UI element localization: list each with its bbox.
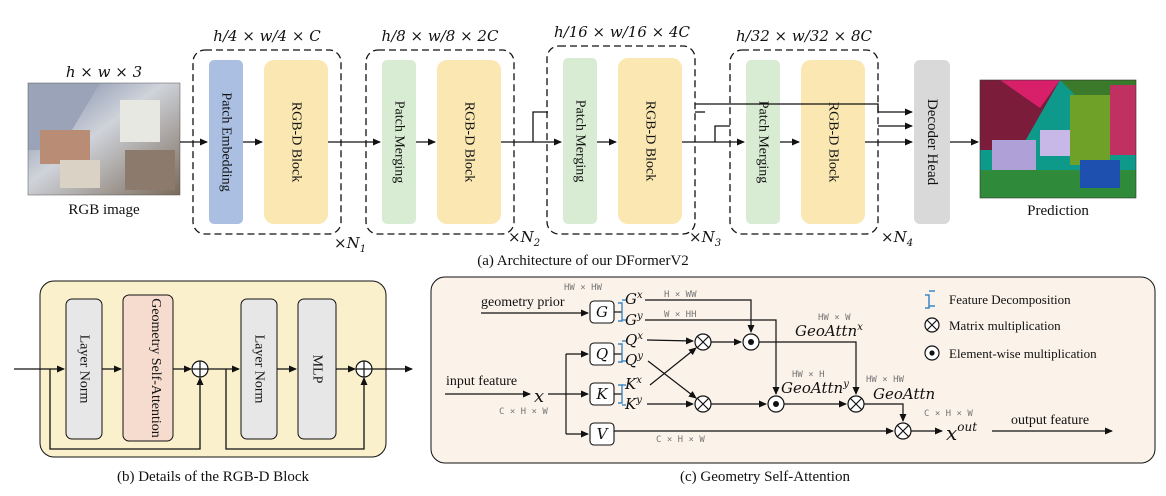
x-out-label: xout: [946, 420, 977, 445]
rgb-image: [27, 82, 181, 196]
stage-3-dim: h/16 × w/16 × 4C: [554, 23, 691, 41]
feature-decomposition-icon: [925, 290, 935, 309]
k-label: K: [595, 385, 608, 403]
v-box: [589, 422, 615, 446]
gy-label: Gy: [625, 311, 643, 329]
matmul-geoattn: [847, 395, 865, 413]
rgbd-block-2: [437, 60, 501, 224]
patch-merging-4-label: Patch Merging: [756, 101, 771, 184]
kx-label: Kx: [624, 375, 642, 393]
qx-label: Qx: [625, 331, 643, 349]
matmul-v: [894, 422, 912, 440]
rgbd-block-1-label: RGB-D Block: [289, 102, 304, 183]
repeat-n4: ×N4: [881, 228, 913, 249]
matrix-multiplication-icon: [924, 317, 940, 333]
stage-1: h/4 × w/4 × C Patch Embedding RGB-D Bloc…: [192, 27, 366, 255]
rgbd-block-4: [801, 60, 865, 224]
x-symbol: x: [534, 386, 544, 407]
rgbd-block-3: [618, 58, 682, 224]
stage-2-dim: h/8 × w/8 × 2C: [382, 27, 499, 45]
shape-hwxw: HW × W: [818, 313, 851, 323]
geoattn-x-label: GeoAttnx: [795, 322, 863, 340]
patch-merging-2-label: Patch Merging: [392, 101, 407, 184]
input-feature-label: input feature: [446, 374, 517, 389]
stage-1-dim: h/4 × w/4 × C: [213, 27, 321, 45]
shape-hwhw-top: HW × HW: [564, 283, 603, 293]
patch-embedding-box: [209, 60, 243, 224]
shape-hwxh: HW × H: [792, 370, 825, 380]
patch-merging-3: [563, 58, 597, 224]
patch-merging-4: [746, 60, 780, 224]
caption-b: (b) Details of the RGB-D Block: [117, 469, 310, 485]
shape-hwhw-mid: HW × HW: [866, 375, 905, 385]
elementwise-x: [742, 333, 760, 351]
qy-label: Qy: [625, 351, 643, 369]
legend-matrix-mult: Matrix multiplication: [949, 318, 1061, 333]
caption-a: (a) Architecture of our DFormerV2: [477, 253, 689, 269]
legend-feature-decomposition: Feature Decomposition: [949, 292, 1071, 307]
elementwise-y: [767, 395, 785, 413]
input-label: RGB image: [68, 202, 140, 218]
rgbd-block-2-label: RGB-D Block: [462, 102, 477, 183]
stage-3: h/16 × w/16 × 4C Patch Merging RGB-D Blo…: [546, 23, 721, 249]
caption-c: (c) Geometry Self-Attention: [680, 469, 850, 485]
rgbd-block-3-label: RGB-D Block: [643, 101, 658, 182]
panel-c: geometry prior HW × HW input feature x C…: [430, 276, 1156, 485]
legend: Feature Decomposition Matrix multiplicat…: [924, 290, 1097, 361]
g-label: G: [596, 303, 608, 321]
input-dim: h × w × 3: [66, 63, 142, 81]
stage-2: h/8 × w/8 × 2C Patch Merging RGB-D Block…: [365, 27, 540, 249]
ky-label: Ky: [624, 395, 642, 413]
geometry-prior-label: geometry prior: [481, 295, 565, 310]
layer-norm-1-label: Layer Norm: [77, 335, 92, 404]
rgbd-block-4-label: RGB-D Block: [826, 102, 841, 183]
gsa-label: Geometry Self-Attention: [148, 298, 163, 438]
prediction-label: Prediction: [1027, 203, 1089, 219]
matmul-qy: [694, 395, 712, 413]
shape-chw-in: C × H × W: [499, 407, 548, 417]
panel-a: h × w × 3 RGB image h/4 × w/4 × C Patch …: [27, 23, 1137, 269]
shape-chw-v: C × H × W: [656, 435, 705, 445]
repeat-n2: ×N2: [508, 228, 540, 249]
rgbd-block-1: [264, 60, 328, 224]
panel-b: Layer Norm Geometry Self-Attention Layer…: [14, 280, 413, 485]
geoattn-y-label: GeoAttny: [781, 379, 849, 397]
repeat-n1: ×N1: [334, 234, 366, 255]
output-feature-label: output feature: [1011, 413, 1089, 428]
prediction-image: [979, 79, 1137, 199]
q-label: Q: [596, 345, 608, 363]
patch-merging-2: [382, 60, 416, 224]
patch-embedding-label: Patch Embedding: [219, 92, 234, 191]
geoattn-label: GeoAttn: [873, 385, 935, 403]
shape-whh: W × HH: [664, 310, 697, 320]
patch-merging-3-label: Patch Merging: [573, 100, 588, 183]
decoder-head-box: [914, 60, 950, 224]
gx-label: Gx: [625, 290, 643, 308]
decoder-head-label: Decoder Head: [924, 99, 940, 186]
gsa-box: [122, 294, 174, 442]
panel-c-bg: [430, 276, 1156, 464]
matmul-qx: [694, 333, 712, 351]
repeat-n3: ×N3: [689, 228, 721, 249]
stage-4-dim: h/32 × w/32 × 8C: [736, 27, 873, 45]
layer-norm-2-label: Layer Norm: [252, 335, 267, 404]
legend-elementwise-mult: Element-wise multiplication: [949, 346, 1097, 361]
stage-4: h/32 × w/32 × 8C Patch Merging RGB-D Blo…: [729, 27, 913, 249]
elementwise-multiplication-icon: [924, 345, 940, 361]
mlp-label: MLP: [310, 355, 325, 384]
v-label: V: [597, 425, 610, 443]
shape-chw-out: C × H × W: [924, 409, 973, 419]
shape-hww: H × WW: [664, 290, 697, 300]
